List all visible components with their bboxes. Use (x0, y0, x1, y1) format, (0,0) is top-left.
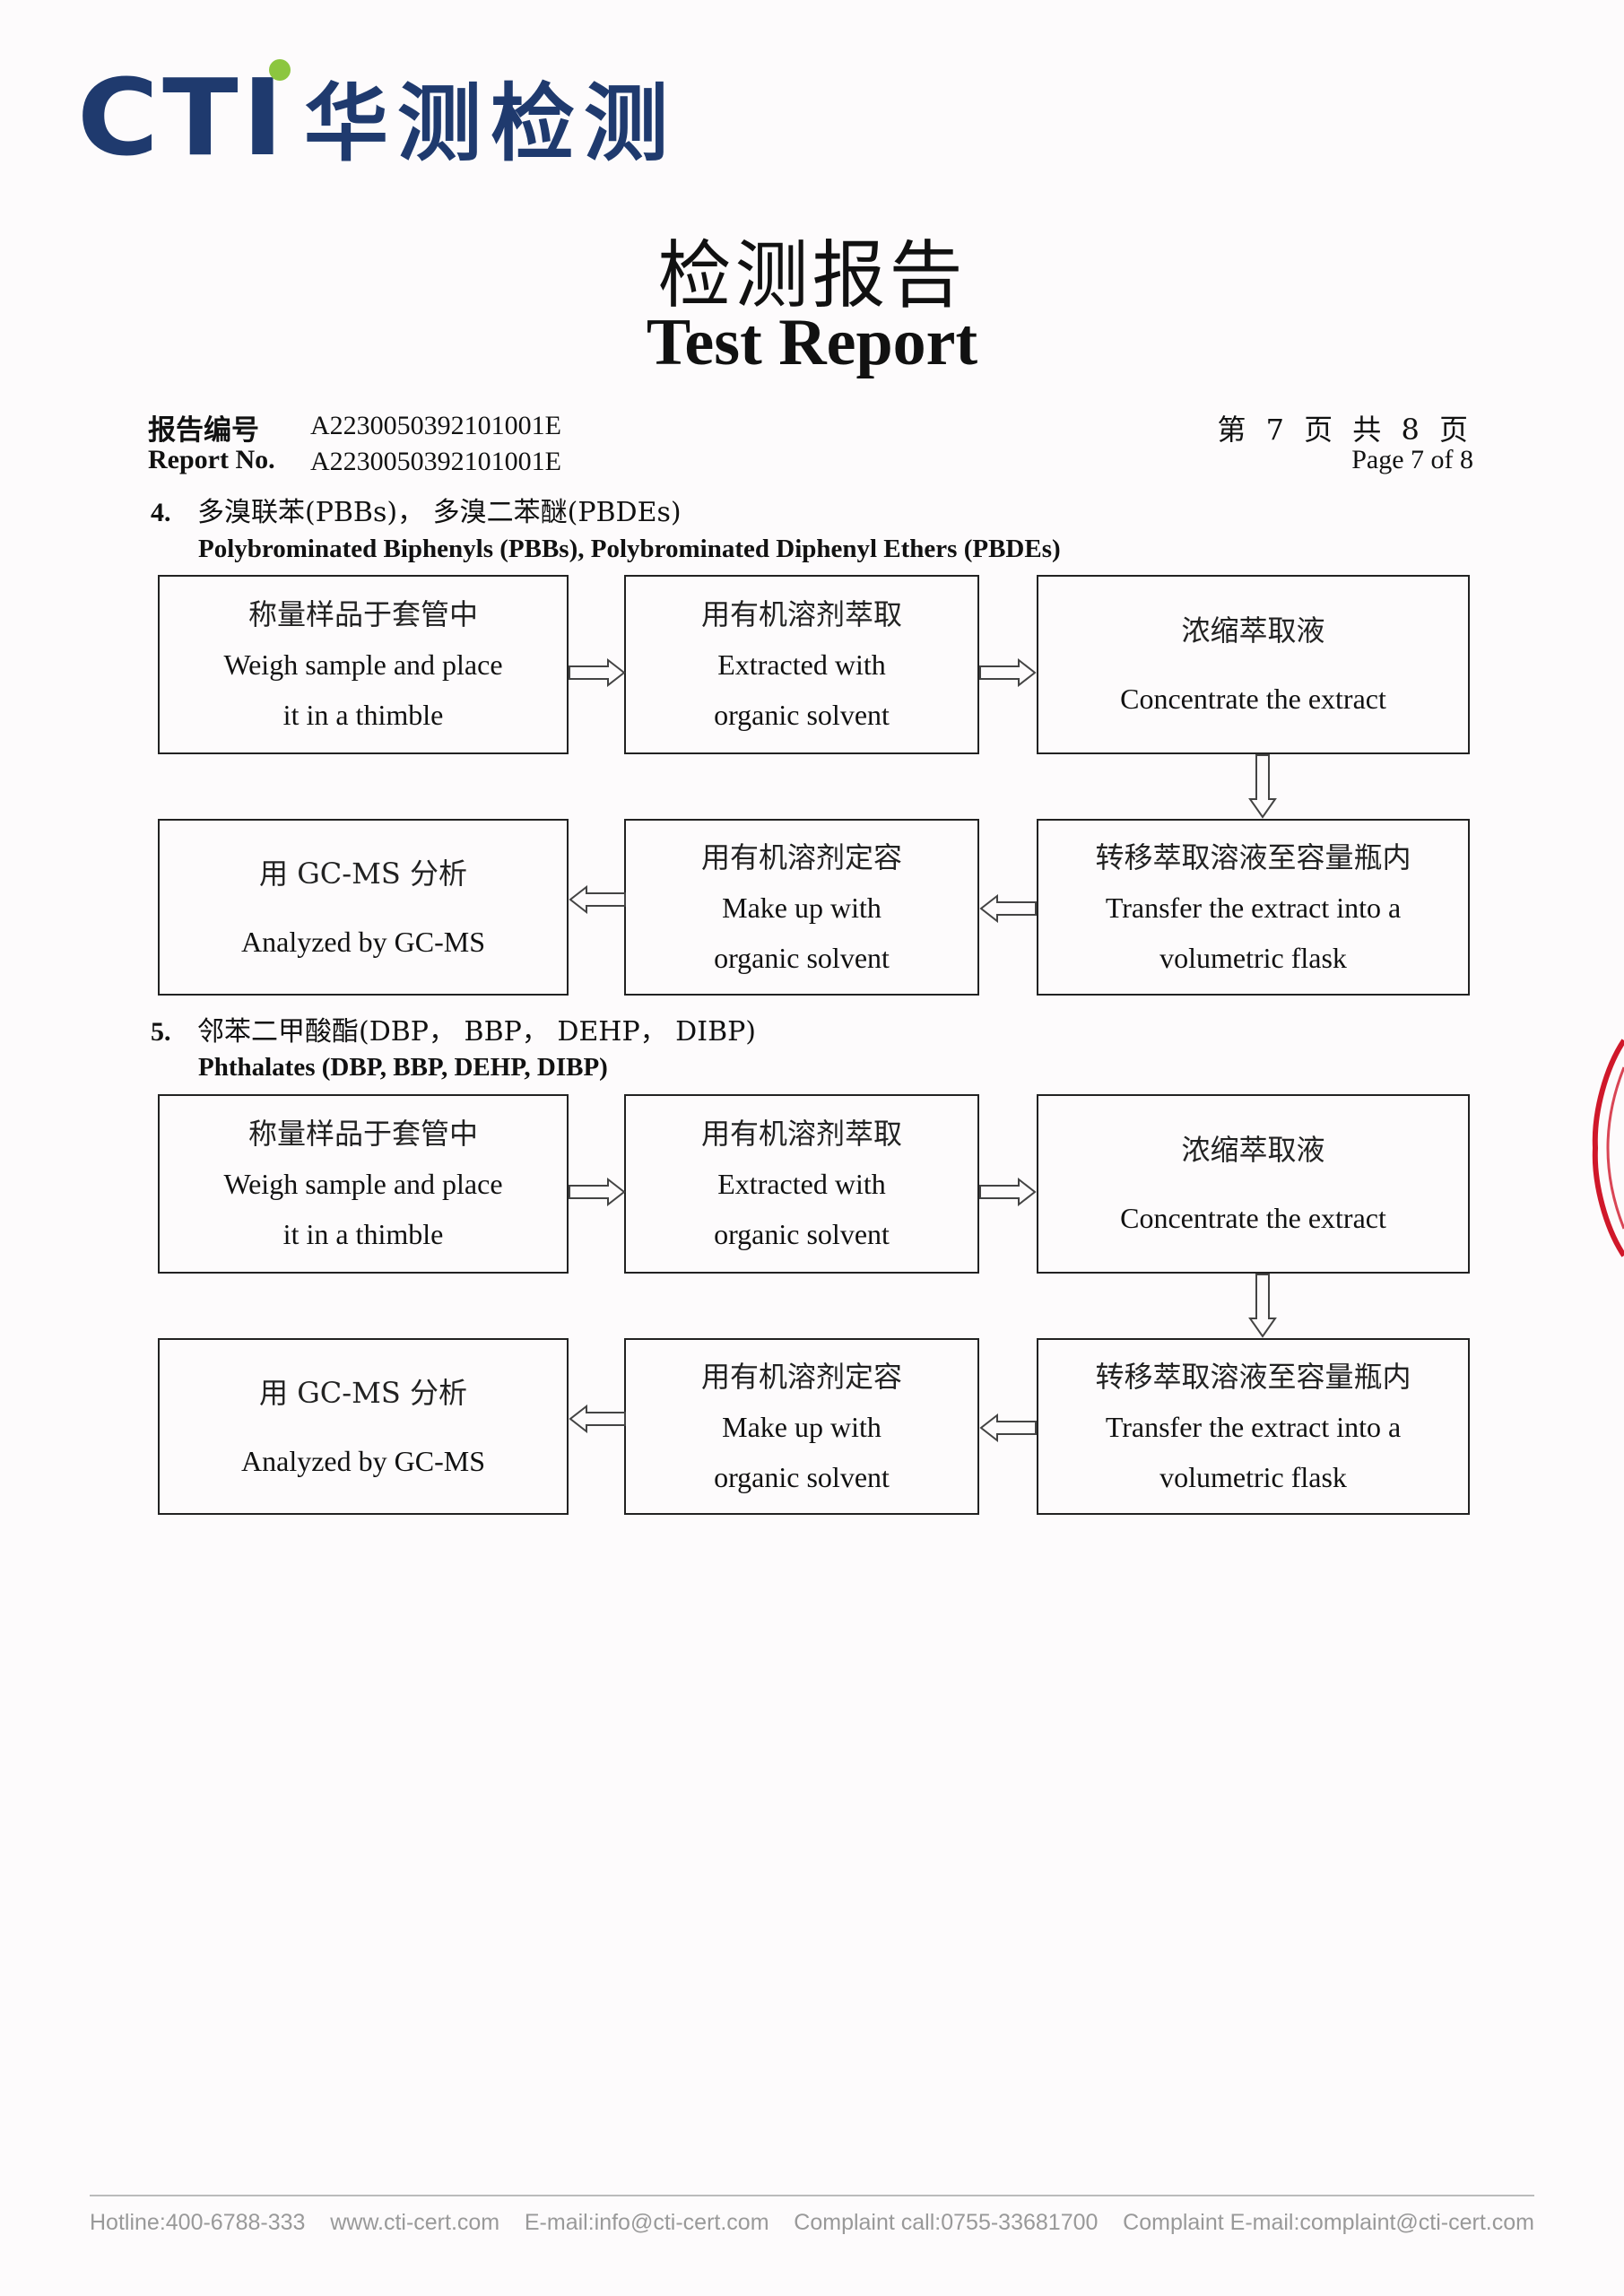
footer-website: www.cti-cert.com (330, 2210, 500, 2235)
report-no-label-cn: 报告编号 (148, 414, 259, 447)
arrow-right-icon (569, 1178, 626, 1206)
step-transfer: 转移萃取溶液至容量瓶内 Transfer the extract into a … (1037, 1338, 1470, 1515)
step-label-en: Extracted with (717, 648, 886, 681)
arrow-down-icon (1248, 1274, 1277, 1338)
step-extract: 用有机溶剂萃取 Extracted with organic solvent (624, 575, 979, 754)
step-label-cn: 浓缩萃取液 (1181, 1133, 1325, 1167)
arrow-left-icon (569, 885, 626, 914)
step-label-en: Transfer the extract into a (1105, 891, 1402, 924)
step-label-cn: 用 GC-MS 分析 (259, 1375, 467, 1410)
section-4-title: 4. 多溴联苯(PBBs)， 多溴二苯醚(PBDEs) (151, 490, 682, 529)
step-label-en: Analyzed by GC-MS (241, 1444, 485, 1477)
step-weigh-sample: 称量样品于套管中 Weigh sample and place it in a … (158, 575, 569, 754)
step-label-cn: 称量样品于套管中 (248, 597, 478, 631)
step-label-en: Concentrate the extract (1120, 1202, 1386, 1234)
step-label-en: organic solvent (714, 699, 890, 731)
page-number-en: Page 7 of 8 (1351, 445, 1473, 474)
arrow-right-icon (569, 658, 626, 687)
footer-email: E-mail:info@cti-cert.com (524, 2210, 769, 2235)
step-label-en: organic solvent (714, 941, 890, 974)
step-label-cn: 浓缩萃取液 (1181, 613, 1325, 648)
section-number: 4. (151, 498, 171, 527)
logo-cti-text: CTI (77, 56, 288, 179)
section-title-cn: 多溴联苯(PBBs)， 多溴二苯醚(PBDEs) (197, 497, 682, 528)
report-no-value: A2230050392101001E (310, 411, 561, 440)
footer-complaint-email: Complaint E-mail:complaint@cti-cert.com (1123, 2210, 1534, 2235)
step-label-en: organic solvent (714, 1218, 890, 1250)
step-label-cn: 用 GC-MS 分析 (259, 856, 467, 891)
footer-complaint-call: Complaint call:0755-33681700 (794, 2210, 1099, 2235)
arrow-down-icon (1248, 754, 1277, 819)
step-concentrate: 浓缩萃取液 Concentrate the extract (1037, 1094, 1470, 1274)
report-title-cn: 检测报告 (657, 233, 967, 318)
step-label-cn: 转移萃取溶液至容量瓶内 (1095, 1359, 1411, 1394)
step-label-en: Make up with (722, 1410, 881, 1443)
arrow-left-icon (979, 1413, 1037, 1442)
step-label-en: organic solvent (714, 1460, 890, 1493)
report-no-value: A2230050392101001E (310, 447, 561, 476)
page-number-cn: 第 7 页 共 8 页 (1217, 413, 1473, 447)
arrow-right-icon (979, 1178, 1037, 1206)
logo-cn-text: 华测检测 (304, 75, 678, 173)
footer-hotline: Hotline:400-6788-333 (90, 2210, 306, 2235)
logo-green-dot (269, 59, 291, 81)
report-no-label-en: Report No. (148, 445, 275, 474)
section-4-subtitle: Polybrominated Biphenyls (PBBs), Polybro… (198, 535, 1061, 563)
section-number: 5. (151, 1017, 171, 1047)
step-label-cn: 用有机溶剂定容 (700, 839, 902, 874)
step-make-up: 用有机溶剂定容 Make up with organic solvent (624, 819, 979, 996)
seal-stamp-icon (1592, 1039, 1624, 1257)
step-label-cn: 称量样品于套管中 (248, 1117, 478, 1151)
step-extract: 用有机溶剂萃取 Extracted with organic solvent (624, 1094, 979, 1274)
arrow-left-icon (569, 1405, 626, 1433)
page-footer: Hotline:400-6788-333 www.cti-cert.com E-… (90, 2210, 1534, 2236)
step-label-en: volumetric flask (1159, 941, 1347, 974)
step-label-en: Weigh sample and place (223, 648, 503, 681)
step-make-up: 用有机溶剂定容 Make up with organic solvent (624, 1338, 979, 1515)
section-title-cn: 邻苯二甲酸酯(DBP， BBP， DEHP， DIBP) (197, 1016, 757, 1048)
step-label-cn: 用有机溶剂定容 (700, 1359, 902, 1394)
section-5-title: 5. 邻苯二甲酸酯(DBP， BBP， DEHP， DIBP) (151, 1009, 756, 1048)
step-label-cn: 用有机溶剂萃取 (700, 597, 902, 631)
step-label-en: volumetric flask (1159, 1460, 1347, 1493)
step-label-en: Transfer the extract into a (1105, 1410, 1402, 1443)
report-title-en: Test Report (646, 306, 978, 379)
arrow-left-icon (979, 894, 1037, 923)
step-analyze-gcms: 用 GC-MS 分析 Analyzed by GC-MS (158, 819, 569, 996)
step-label-cn: 转移萃取溶液至容量瓶内 (1095, 839, 1411, 874)
step-label-en: Extracted with (717, 1168, 886, 1200)
step-concentrate: 浓缩萃取液 Concentrate the extract (1037, 575, 1470, 754)
step-weigh-sample: 称量样品于套管中 Weigh sample and place it in a … (158, 1094, 569, 1274)
arrow-right-icon (979, 658, 1037, 687)
step-label-en: it in a thimble (282, 699, 444, 731)
step-transfer: 转移萃取溶液至容量瓶内 Transfer the extract into a … (1037, 819, 1470, 996)
step-label-en: it in a thimble (282, 1218, 444, 1250)
section-5-subtitle: Phthalates (DBP, BBP, DEHP, DIBP) (198, 1053, 608, 1082)
step-label-en: Make up with (722, 891, 881, 924)
step-label-cn: 用有机溶剂萃取 (700, 1117, 902, 1151)
step-analyze-gcms: 用 GC-MS 分析 Analyzed by GC-MS (158, 1338, 569, 1515)
step-label-en: Concentrate the extract (1120, 683, 1386, 715)
footer-divider (90, 2195, 1534, 2196)
step-label-en: Analyzed by GC-MS (241, 925, 485, 958)
company-logo: CTI 华测检测 (77, 56, 678, 179)
step-label-en: Weigh sample and place (223, 1168, 503, 1200)
